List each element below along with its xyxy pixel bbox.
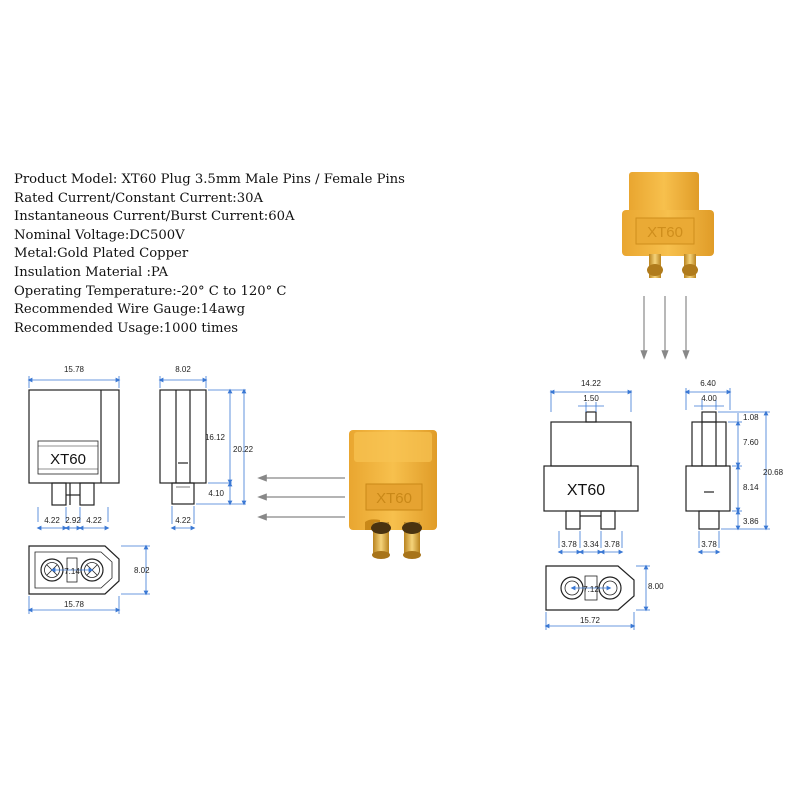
spec-burst-current: Instantaneous Current/Burst Current:60A [14,209,295,225]
dim-left-front-width: 15.78 [64,365,85,374]
dim-right-bottom-pitch: 7.12 [583,585,599,594]
dim-left-total-height: 20.22 [233,445,254,454]
dim-left-side-width: 8.02 [175,365,191,374]
female-photo-brand: XT60 [376,490,412,507]
spec-insulation: Insulation Material :PA [14,264,169,280]
left-drawing: XT60 [28,389,207,595]
dim-right-top-offset: 1.08 [743,413,759,422]
dim-right-bottom-height: 8.00 [648,582,664,591]
male-connector-photo: XT60 [622,172,714,278]
dim-left-pin-gap-right: 4.22 [86,516,102,525]
dim-left-bottom-height: 8.02 [134,566,150,575]
dim-left-side-pin-width: 4.22 [175,516,191,525]
left-front-view [28,389,120,506]
female-connector-photo: XT60 [349,430,437,559]
dim-right-pin-gap-left: 3.78 [561,540,577,549]
left-front-brand-label: XT60 [50,451,86,468]
spec-nominal-voltage: Nominal Voltage:DC500V [14,227,185,243]
spec-list: Product Model: XT60 Plug 3.5mm Male Pins… [14,171,405,338]
dim-left-body-height: 16.12 [205,433,226,442]
dim-right-upper-height: 7.60 [743,438,759,447]
dim-right-bottom-width: 15.72 [580,616,601,625]
right-dimension-labels: 14.22 1.50 6.40 4.00 1.08 7.60 20.68 8.1… [561,379,783,625]
dim-right-side-inner: 4.00 [701,394,717,403]
dim-left-bottom-width: 15.78 [64,600,85,609]
dim-right-total-height: 20.68 [763,468,784,477]
left-dimensions [27,376,247,614]
spec-wire-gauge: Recommended Wire Gauge:14awg [14,302,246,318]
dim-right-top-tab: 1.50 [583,394,599,403]
left-dimension-labels: 15.78 8.02 16.12 20.22 4.10 4.22 2.92 4.… [44,365,253,609]
spec-rated-current: Rated Current/Constant Current:30A [14,190,264,206]
spec-usage: Recommended Usage:1000 times [14,320,239,336]
dim-left-bottom-pitch: 7.14 [64,567,80,576]
spec-metal: Metal:Gold Plated Copper [14,246,189,262]
right-drawing: XT60 [543,411,731,611]
spec-operating-temperature: Operating Temperature:-20° C to 120° C [14,283,287,299]
spec-product-model: Product Model: XT60 Plug 3.5mm Male Pins… [14,172,405,187]
down-arrows [640,296,690,360]
dim-right-pin-gap-right: 3.78 [604,540,620,549]
dim-right-side-pin-width: 3.78 [701,540,717,549]
right-side-view [685,411,731,530]
left-side-view [159,389,207,505]
dim-right-side-width: 6.40 [700,379,716,388]
dim-right-front-width: 14.22 [581,379,602,388]
male-photo-brand: XT60 [647,224,683,241]
right-dimensions [544,388,770,630]
dim-left-pin-gap-mid: 2.92 [65,516,81,525]
dim-left-pin-gap-left: 4.22 [44,516,60,525]
dim-right-pin-length: 3.86 [743,517,759,526]
right-front-brand-label: XT60 [567,482,605,499]
dim-left-pin-length: 4.10 [208,489,224,498]
right-front-view [543,411,639,530]
dim-right-pin-gap-mid: 3.34 [583,540,599,549]
dim-right-mid-height: 8.14 [743,483,759,492]
left-arrows [257,474,345,521]
